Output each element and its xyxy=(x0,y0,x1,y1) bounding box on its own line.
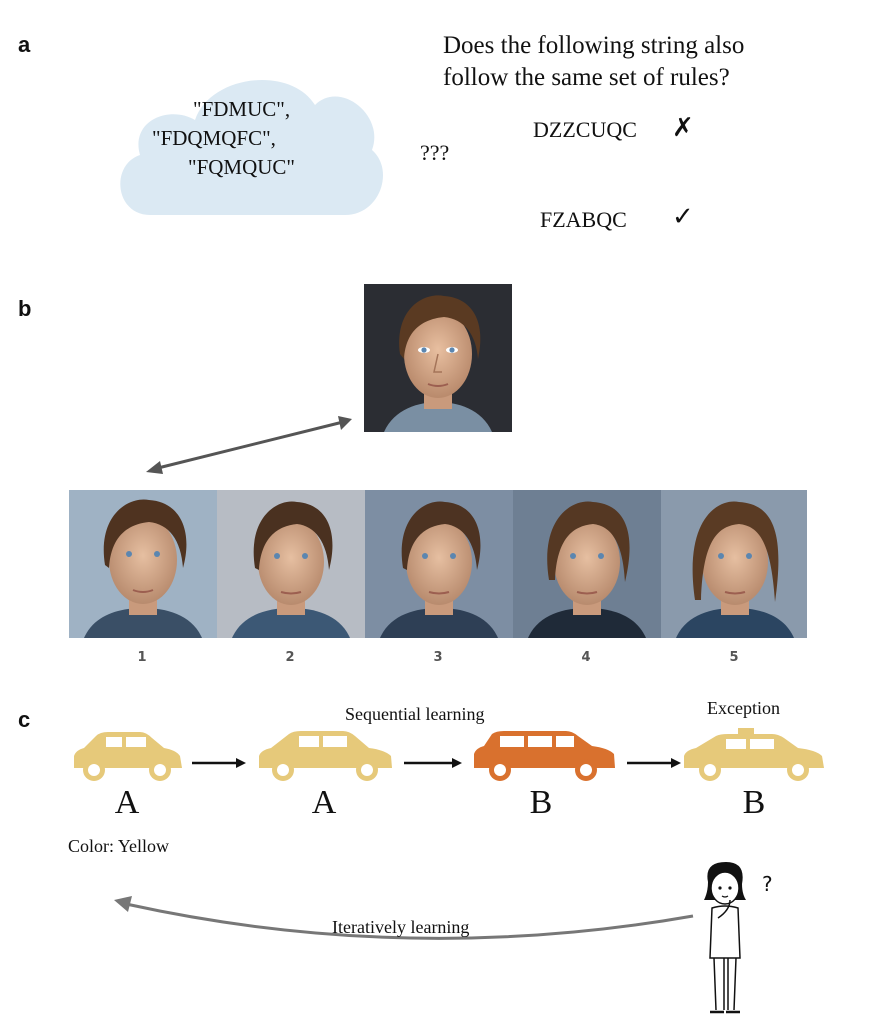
car-1-label: A xyxy=(114,784,140,821)
question-line-1: Does the following string also xyxy=(443,32,745,59)
car-3-wagon xyxy=(474,731,615,781)
exception-label: Exception xyxy=(707,698,780,718)
panel-a-label: a xyxy=(18,32,31,57)
candidate-string-1: DZZCUQC xyxy=(533,117,637,142)
cloud-string-2: "FDQMQFC", xyxy=(152,126,276,150)
sequence-arrow-2 xyxy=(404,758,462,768)
candidate-string-2: FZABQC xyxy=(540,207,627,232)
reference-portrait xyxy=(364,284,512,432)
car-1-hatchback xyxy=(74,732,182,781)
car-2-label: A xyxy=(311,784,337,821)
color-note: Color: Yellow xyxy=(68,836,170,856)
cloud-string-1: "FDMUC", xyxy=(193,97,291,121)
car-4-taxi xyxy=(684,728,824,781)
face-4 xyxy=(513,490,661,638)
cloud-string-3: "FQMQUC" xyxy=(188,155,295,179)
face-number-2: 2 xyxy=(285,650,295,665)
thought-cloud xyxy=(120,79,384,215)
question-mark-icon: ? xyxy=(762,872,773,896)
similarity-arrow xyxy=(146,416,352,474)
question-line-2: follow the same set of rules? xyxy=(443,64,730,91)
unknown-marks: ??? xyxy=(420,140,450,165)
sequential-learning-label: Sequential learning xyxy=(345,704,485,724)
car-4-label: B xyxy=(742,784,766,821)
car-2-sedan xyxy=(259,731,392,781)
panel-c-label: c xyxy=(18,707,31,732)
face-number-4: 4 xyxy=(581,650,591,665)
face-number-1: 1 xyxy=(137,650,147,665)
car-3-label: B xyxy=(529,784,553,821)
face-1 xyxy=(69,490,217,638)
face-strip xyxy=(69,490,807,638)
thinking-person-icon xyxy=(704,862,746,1014)
iterative-arrow xyxy=(114,896,694,940)
sequence-arrow-3 xyxy=(627,758,681,768)
face-number-3: 3 xyxy=(433,650,443,665)
face-5 xyxy=(661,490,807,638)
iterative-learning-label: Iteratively learning xyxy=(332,917,470,937)
face-3 xyxy=(365,490,513,638)
cross-mark-icon: ✗ xyxy=(672,113,694,143)
panel-b-label: b xyxy=(18,296,32,321)
face-2 xyxy=(217,490,365,638)
face-number-5: 5 xyxy=(729,650,739,665)
sequence-arrow-1 xyxy=(192,758,246,768)
check-mark-icon: ✓ xyxy=(672,202,694,232)
